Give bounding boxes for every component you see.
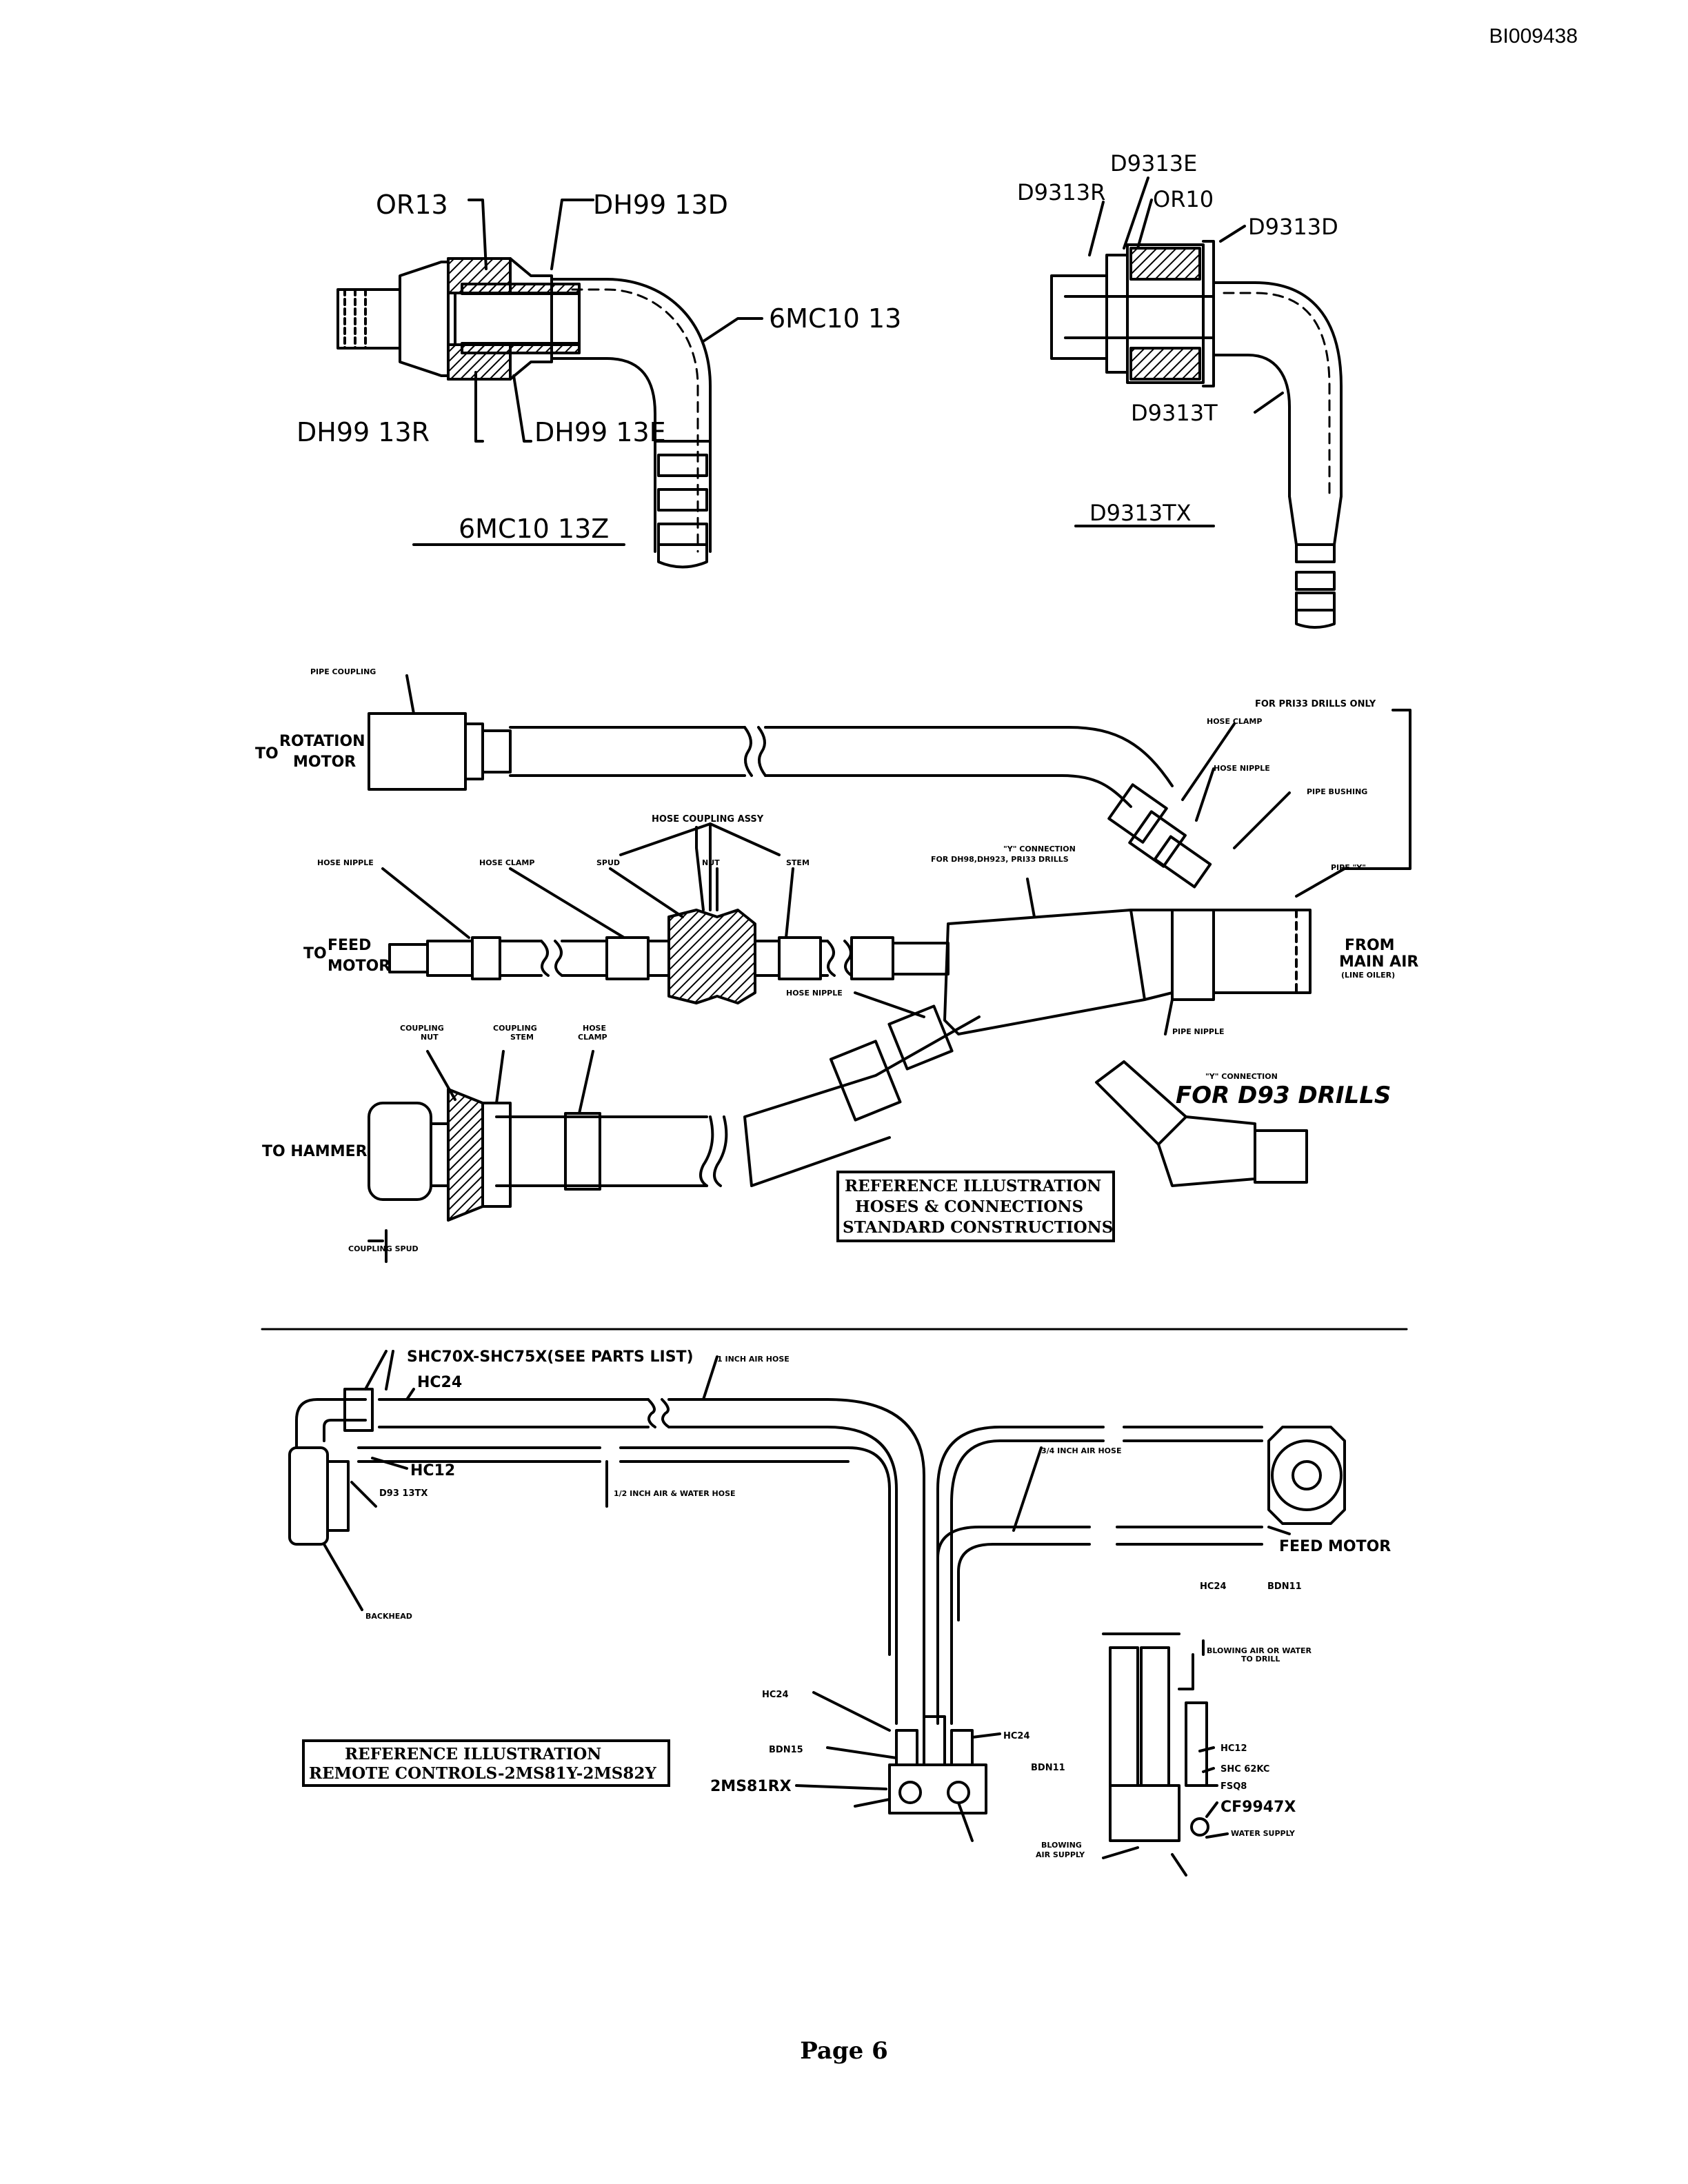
fig3-for-d93: FOR D93 DRILLS [1176, 1082, 1391, 1109]
fig2-title: D9313TX [1089, 500, 1192, 526]
fig2-label-d9313d: D9313D [1248, 214, 1338, 240]
fig3-to-rotation-c: MOTOR [293, 754, 356, 771]
fig4-blowing-supply-b: AIR SUPPLY [1036, 1850, 1085, 1859]
fig4-remote-controls [288, 1350, 1346, 1877]
fig3-reference-box: REFERENCE ILLUSTRATION HOSES & CONNECTIO… [836, 1171, 1115, 1242]
fig3-spud: SPUD [596, 858, 620, 867]
fig3-from-main-b: MAIN AIR [1339, 953, 1418, 971]
fig3-pipe-y: PIPE "Y" [1331, 863, 1366, 872]
fig3-y-conn-a: "Y" CONNECTION [1003, 845, 1076, 853]
fig1-label-dh9913r: DH99 13R [297, 417, 430, 447]
fig3-stem: STEM [786, 858, 810, 867]
fig1-fitting [336, 199, 763, 569]
fig4-half-inch: 1/2 INCH AIR & WATER HOSE [614, 1489, 736, 1498]
fig4-ref-line2: REMOTE CONTROLS-2MS81Y-2MS82Y [309, 1764, 656, 1783]
fig2-label-d9313r: D9313R [1017, 179, 1105, 205]
fig4-cf9947x: CF9947X [1220, 1799, 1296, 1816]
fig3-hose-nipple-r: HOSE NIPPLE [1214, 764, 1270, 773]
fig4-hc24-top: HC24 [417, 1374, 462, 1391]
fig3-coupling-spud: COUPLING SPUD [348, 1244, 419, 1253]
fig3-pipe-nipple: PIPE NIPPLE [1172, 1027, 1225, 1036]
fig1-label-dh9913e: DH99 13E [534, 417, 666, 447]
fig3-for-prills: FOR PRI33 DRILLS ONLY [1255, 699, 1376, 709]
fig3-hose-clamp-b-a: HOSE [583, 1024, 606, 1033]
fig2-fitting [1050, 176, 1343, 629]
fig2-label-or10: OR10 [1153, 186, 1214, 212]
fig3-coupling-stem-a: COUPLING [493, 1024, 537, 1033]
fig3-ref-line1: REFERENCE ILLUSTRATION [845, 1177, 1101, 1195]
fig4-blowing-to-drill-a: BLOWING AIR OR WATER [1207, 1646, 1312, 1655]
fig4-blowing-to-drill-b: TO DRILL [1241, 1655, 1280, 1664]
fig4-fsq8: FSQ8 [1220, 1781, 1247, 1792]
page-number: Page 6 [800, 2037, 888, 2065]
fig3-to-feed-a: TO [303, 945, 327, 962]
fig3-hoses [368, 674, 1411, 1263]
fig3-to-hammer: TO HAMMER [262, 1143, 368, 1160]
fig3-pipe-coupling: PIPE COUPLING [310, 667, 376, 676]
fig3-hose-clamp-b-b: CLAMP [578, 1033, 607, 1042]
fig4-hc12-left: HC12 [410, 1462, 455, 1479]
fig3-hose-coupling-assy: HOSE COUPLING ASSY [652, 814, 764, 825]
fig4-bdn15: BDN15 [769, 1745, 803, 1755]
fig3-to-rotation-a: TO [255, 745, 279, 762]
fig3-to-feed-c: MOTOR [328, 958, 390, 975]
fig3-coupling-nut-b: NUT [421, 1033, 439, 1042]
fig4-ref-line1: REFERENCE ILLUSTRATION [345, 1745, 601, 1763]
fig3-pipe-bushing: PIPE BUSHING [1307, 787, 1367, 796]
fig3-hose-nipple-mid: HOSE NIPPLE [786, 989, 843, 998]
fig4-bdn11-c: BDN11 [1031, 1763, 1065, 1773]
fig4-backhead: BACKHEAD [365, 1612, 412, 1621]
fig4-one-inch: 1 INCH AIR HOSE [717, 1355, 790, 1364]
fig3-hose-clamp: HOSE CLAMP [479, 858, 534, 867]
fig3-ref-line2: HOSES & CONNECTIONS [855, 1197, 1083, 1216]
fig4-blowing-supply-a: BLOWING [1041, 1841, 1082, 1850]
fig4-hc12-r: HC12 [1220, 1743, 1247, 1754]
fig2-label-d9313t: D9313T [1131, 400, 1218, 426]
fig4-water-supply: WATER SUPPLY [1231, 1829, 1296, 1838]
fig4-hc24-c2: HC24 [1003, 1731, 1030, 1741]
fig3-from-main-a: FROM [1345, 937, 1395, 954]
fig4-reference-box: REFERENCE ILLUSTRATION REMOTE CONTROLS-2… [302, 1739, 670, 1787]
fig4-d93: D93 13TX [379, 1488, 428, 1499]
fig4-2ms81rx: 2MS81RX [710, 1778, 792, 1795]
fig4-hc24-c: HC24 [762, 1690, 789, 1700]
fig4-three-quarter: 3/4 INCH AIR HOSE [1041, 1446, 1121, 1455]
fig4-feed-motor: FEED MOTOR [1279, 1538, 1391, 1555]
fig3-y-conn-b: FOR DH98,DH923, PRI33 DRILLS [931, 855, 1069, 864]
fig3-coupling-stem-b: STEM [510, 1033, 534, 1042]
fig1-label-dh9913d: DH99 13D [593, 190, 728, 220]
fig1-title: 6MC10 13Z [459, 514, 609, 544]
fig1-label-6mc1013: 6MC10 13 [769, 303, 901, 334]
fig3-to-rotation-b: ROTATION [279, 733, 365, 750]
fig3-nut: NUT [702, 858, 720, 867]
fig1-label-or13: OR13 [376, 190, 448, 220]
fig3-ref-line3: STANDARD CONSTRUCTIONS [843, 1218, 1113, 1237]
fig4-shc62: SHC 62KC [1220, 1764, 1269, 1775]
fig3-coupling-nut-a: COUPLING [400, 1024, 444, 1033]
fig3-from-main-c: (LINE OILER) [1341, 971, 1395, 980]
fig4-shc: SHC70X-SHC75X(SEE PARTS LIST) [407, 1348, 694, 1366]
fig3-y-conn-d93: "Y" CONNECTION [1205, 1072, 1278, 1081]
fig3-to-feed-b: FEED [328, 937, 371, 954]
fig3-hose-nipple: HOSE NIPPLE [317, 858, 374, 867]
document-id: BI009438 [1489, 25, 1578, 48]
fig3-hose-clamp-r: HOSE CLAMP [1207, 717, 1262, 726]
fig4-bdn11-r: BDN11 [1267, 1581, 1302, 1592]
fig2-label-d9313e: D9313E [1110, 150, 1197, 176]
fig4-hc24-r: HC24 [1200, 1581, 1227, 1592]
